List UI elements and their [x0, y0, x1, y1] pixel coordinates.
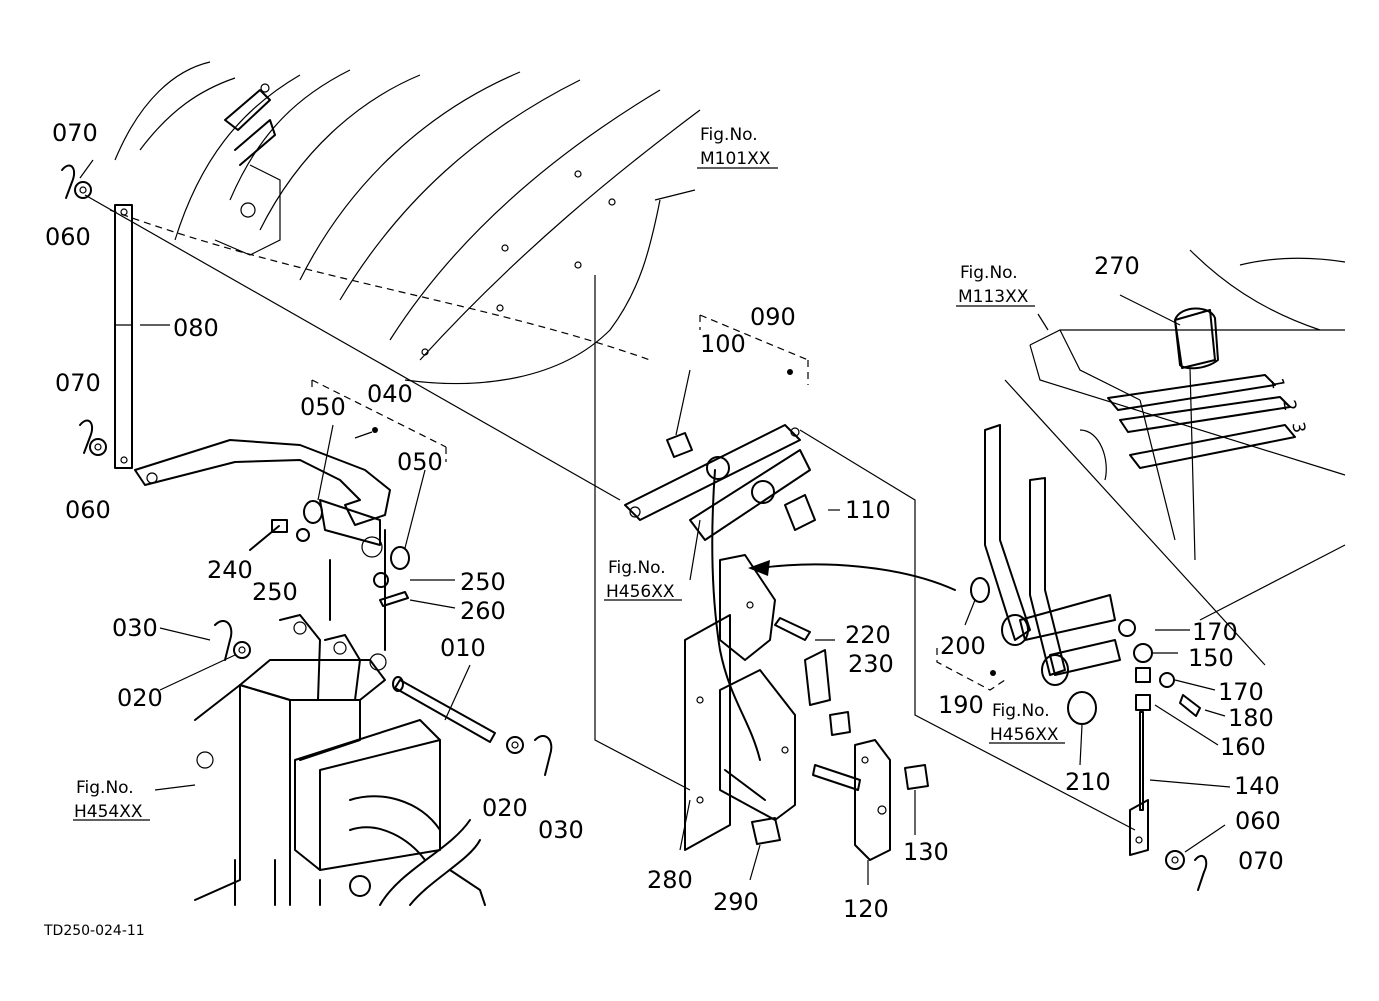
part-label: 060 [45, 223, 91, 251]
part-label: 110 [845, 496, 891, 524]
part-label: 010 [440, 634, 486, 662]
fig-ref-code: M113XX [958, 287, 1029, 307]
part-label: 220 [845, 621, 891, 649]
fig-ref-label: Fig.No. [992, 701, 1050, 721]
drawing-code: TD250-024-11 [43, 923, 145, 939]
part-label: 250 [252, 578, 298, 606]
fig-ref-label: Fig.No. [700, 125, 758, 145]
part-010-pin [392, 676, 496, 743]
arrow-to-bracket [759, 563, 956, 591]
part-label: 090 [750, 303, 796, 331]
shift-console [1004, 249, 1346, 666]
rod-line-090-to-140 [799, 429, 1136, 831]
fig-ref-code: H456XX [606, 582, 675, 602]
control-cable [711, 469, 761, 761]
part-label: 260 [460, 597, 506, 625]
part-label: 070 [1238, 847, 1284, 875]
part-label: 150 [1188, 644, 1234, 672]
callout-leaders [79, 159, 1231, 885]
part-label: 020 [482, 794, 528, 822]
bolts-and-pins [751, 617, 929, 845]
part-label: 230 [848, 650, 894, 678]
part-label: 160 [1220, 733, 1266, 761]
part-label: 140 [1234, 772, 1280, 800]
part-label: 060 [1235, 807, 1281, 835]
fig-ref-code: M101XX [700, 149, 771, 169]
part-label: 210 [1065, 768, 1111, 796]
part-label: 050 [397, 448, 443, 476]
part-label: 070 [52, 119, 98, 147]
part-number-labels: 070 060 080 070 060 040 050 050 240 250 … [45, 119, 1284, 923]
part-280-bracket [684, 554, 796, 851]
part-label: 120 [843, 895, 889, 923]
fig-ref-label: Fig.No. [608, 558, 666, 578]
gear-mark: 3 [1287, 421, 1309, 435]
tractor-fender-outline [109, 61, 701, 385]
part-label: 250 [460, 568, 506, 596]
gear-mark: 1 [1266, 377, 1288, 391]
fig-ref-code: H454XX [74, 802, 143, 822]
part-label: 130 [903, 838, 949, 866]
part-label: 060 [65, 496, 111, 524]
fig-ref-code: H456XX [990, 725, 1059, 745]
part-label: 190 [938, 691, 984, 719]
part-label: 020 [117, 684, 163, 712]
part-140-rod [1129, 711, 1149, 856]
part-label: 180 [1228, 704, 1274, 732]
fig-ref-label: Fig.No. [960, 263, 1018, 283]
hardware-240-250-260 [249, 519, 409, 607]
leader-hole-to-280 [594, 275, 691, 791]
part-090-link [624, 424, 816, 541]
rod-line-060-to-090 [84, 194, 621, 501]
washers-and-clips [61, 164, 1208, 891]
arrow-head [748, 560, 770, 576]
gear-markings: 1 2 3 [1266, 377, 1309, 435]
gear-mark: 2 [1278, 399, 1300, 413]
part-label: 290 [713, 888, 759, 916]
part-label: 280 [647, 866, 693, 894]
part-label: 200 [940, 632, 986, 660]
part-label: 050 [300, 393, 346, 421]
figure-ref-underlines [73, 167, 1065, 821]
part-label: 240 [207, 556, 253, 584]
part-label: 170 [1192, 618, 1238, 646]
part-270-knob [1174, 307, 1219, 370]
part-label: 040 [367, 380, 413, 408]
group-brackets [311, 314, 1006, 691]
part-label: 080 [173, 314, 219, 342]
part-080-rod [114, 204, 133, 469]
part-label: 030 [538, 816, 584, 844]
part-label: 030 [112, 614, 158, 642]
part-label: 270 [1094, 252, 1140, 280]
part-label: 070 [55, 369, 101, 397]
part-040-lever [134, 439, 410, 651]
shift-levers [970, 424, 1201, 725]
part-label: 170 [1218, 678, 1264, 706]
figure-reference-labels: Fig.No. M101XX Fig.No. M113XX Fig.No. H4… [74, 125, 1059, 822]
part-label: 100 [700, 330, 746, 358]
fig-ref-label: Fig.No. [76, 778, 134, 798]
control-valve-body [194, 614, 486, 906]
part-120-plate [854, 739, 891, 861]
